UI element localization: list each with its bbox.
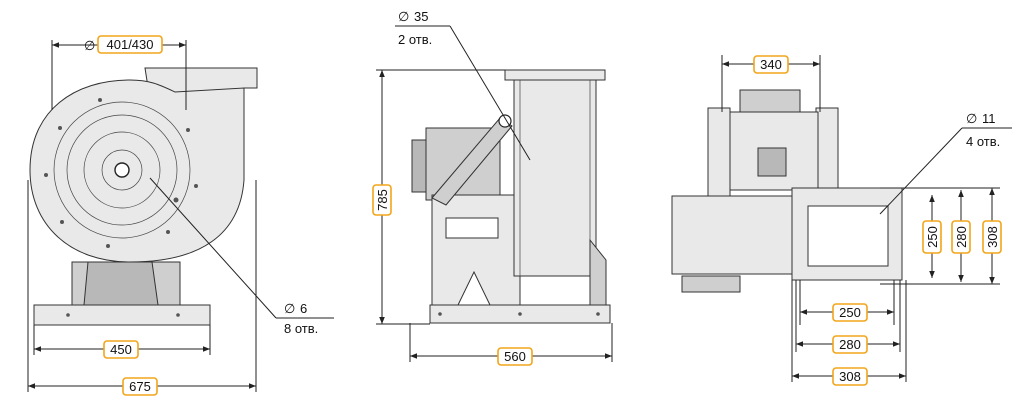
- front-base-plate: [33, 304, 211, 326]
- plan-inlet-opening: [807, 205, 889, 267]
- front-pedestal-core: [83, 261, 159, 306]
- plan-h3-dim-text: 308: [985, 226, 1000, 248]
- side-height-dim-box: [372, 184, 392, 216]
- plan-motor-fan-cover: [739, 89, 801, 113]
- front-bolt-holes: [44, 98, 198, 248]
- side-bracket: [431, 117, 513, 206]
- hole11-leader: [879, 127, 963, 215]
- side-view: 785 560 ∅ 35 2 отв.: [372, 9, 613, 366]
- side-base-dim-box: [497, 347, 533, 366]
- plan-plate-right: [815, 107, 839, 197]
- front-hub-ring: [83, 131, 161, 209]
- front-impeller-ring: [53, 101, 191, 239]
- hole11-phi: ∅: [966, 111, 977, 126]
- plan-w1-dim-box: [832, 303, 868, 322]
- plan-w2-dim-box: [832, 335, 868, 354]
- hole6-phi: ∅: [284, 301, 295, 316]
- side-housing: [513, 79, 597, 277]
- hole35-count: 2 отв.: [398, 32, 432, 47]
- front-total-dim-box: [122, 377, 158, 396]
- hole35-leader: [449, 25, 531, 161]
- plan-w1-dim-text: 250: [839, 305, 861, 320]
- plan-h2-dim-text: 280: [954, 226, 969, 248]
- plan-h1-dim-text: 250: [925, 226, 940, 248]
- hole35-phi: ∅: [398, 9, 409, 24]
- front-top-phi: ∅: [84, 38, 95, 53]
- front-top-dim-box: [97, 35, 163, 54]
- plan-plate-left: [707, 107, 731, 197]
- plan-w3-dim-box: [832, 367, 868, 386]
- side-frame-window: [445, 217, 499, 239]
- plan-w3-dim-text: 308: [839, 369, 861, 384]
- plan-h1-dim-box: [922, 220, 942, 254]
- plan-terminal-box: [757, 147, 787, 177]
- plan-w2-dim-text: 280: [839, 337, 861, 352]
- front-hub: [101, 149, 143, 191]
- plan-view: 340 250 280 308 250 280 308 ∅ 11 4 отв.: [671, 55, 1012, 386]
- front-shaft: [114, 162, 130, 178]
- plan-h3-dim-box: [982, 220, 1002, 254]
- front-volute: [29, 79, 245, 263]
- front-base-dim-box: [103, 340, 139, 359]
- hole11-count: 4 отв.: [966, 134, 1000, 149]
- plan-inlet-duct: [671, 195, 793, 275]
- front-top-dim-text: 401/430: [107, 37, 154, 52]
- side-support: [589, 238, 607, 306]
- hole6-count: 8 отв.: [284, 321, 318, 336]
- front-view: ∅ 401/430 450 675 ∅ 6 8 отв.: [27, 35, 334, 396]
- plan-h2-dim-box: [951, 220, 971, 254]
- plan-motor-dim-box: [753, 55, 789, 74]
- plan-motor-dim-text: 340: [760, 57, 782, 72]
- plan-base-foot: [681, 275, 741, 293]
- side-outlet-flange: [504, 69, 606, 81]
- side-height-dim-text: 785: [375, 189, 390, 211]
- hole6-dia: 6: [300, 301, 307, 316]
- side-base-dim-text: 560: [504, 349, 526, 364]
- hole35-dia: 35: [414, 9, 428, 24]
- hole6-leader: [149, 177, 277, 319]
- front-base-dim-text: 450: [110, 342, 132, 357]
- front-total-dim-text: 675: [129, 379, 151, 394]
- front-impeller-inner-ring: [66, 114, 178, 226]
- hole11-dia: 11: [982, 111, 996, 126]
